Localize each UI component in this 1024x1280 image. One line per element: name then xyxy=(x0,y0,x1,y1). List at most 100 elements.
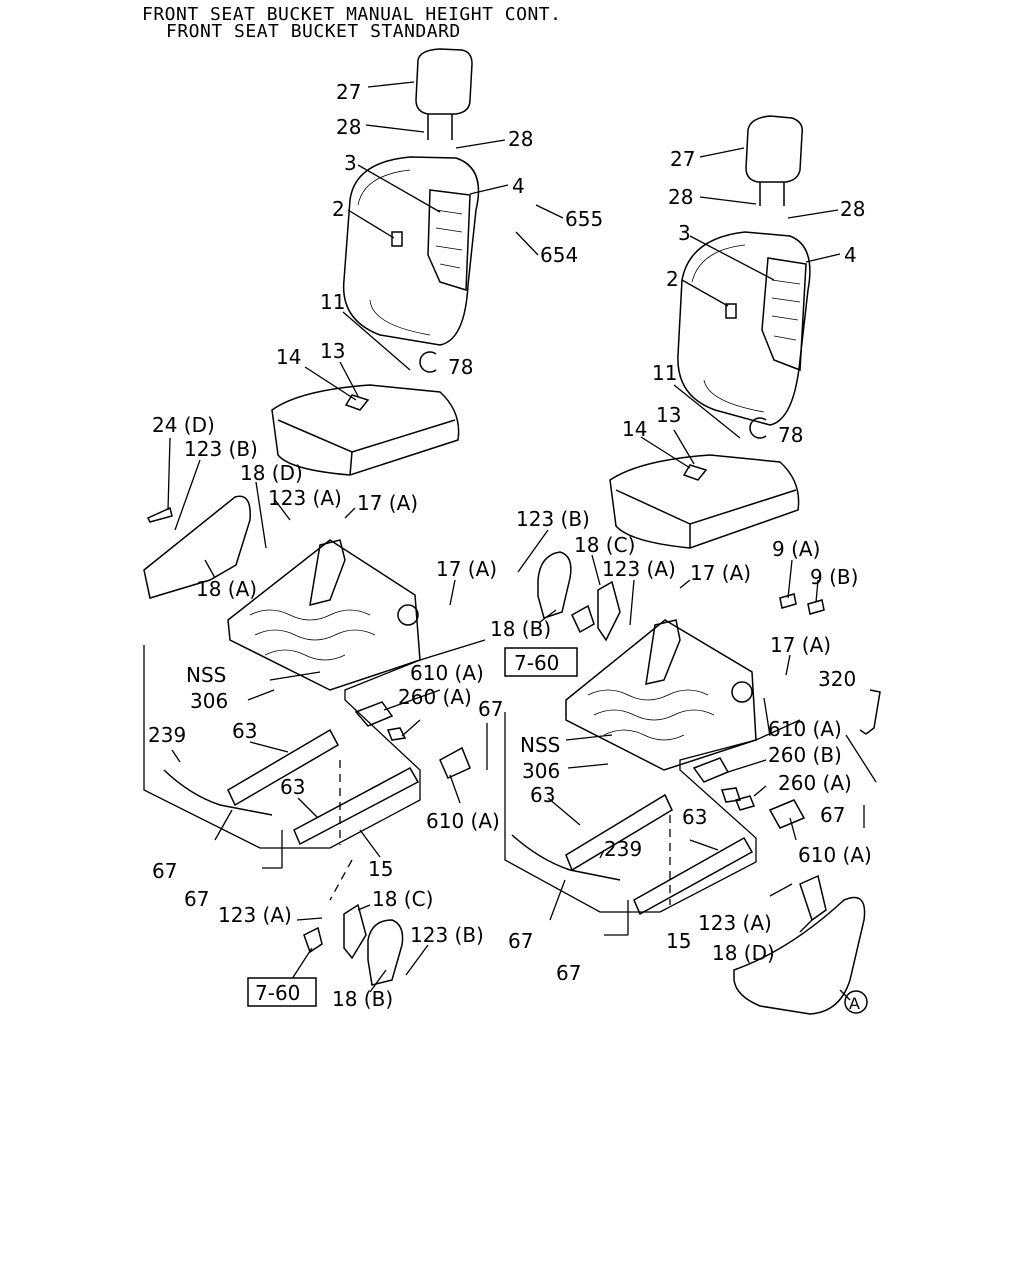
label-63-left-a: 63 xyxy=(232,719,257,743)
label-123b-right: 123 (B) xyxy=(516,507,590,531)
label-260a-right: 260 (A) xyxy=(778,771,852,795)
left-bracket-18c xyxy=(343,903,367,960)
label-24d: 24 (D) xyxy=(152,413,215,437)
label-14-right: 14 xyxy=(622,417,647,441)
label-15-right: 15 xyxy=(666,929,691,953)
left-headrest xyxy=(415,48,473,140)
circled-a-marker xyxy=(844,990,868,1014)
label-15-left: 15 xyxy=(368,857,393,881)
label-nss-left: NSS xyxy=(186,663,226,687)
label-18a: 18 (A) xyxy=(196,577,257,601)
label-17a-right: 17 (A) xyxy=(690,561,751,585)
ref-box-right xyxy=(504,647,578,677)
label-67-right-b: 67 xyxy=(508,929,533,953)
label-63-right-b: 63 xyxy=(682,805,707,829)
label-18b-left: 18 (B) xyxy=(332,987,393,1011)
label-18d-left: 18 (D) xyxy=(240,461,303,485)
label-63-right-a: 63 xyxy=(530,783,555,807)
label-123a-left: 123 (A) xyxy=(268,486,342,510)
ref-box-right-label[interactable]: 7-60 xyxy=(514,651,559,675)
label-239-right: 239 xyxy=(604,837,642,861)
label-123a-left-2: 123 (A) xyxy=(218,903,292,927)
label-67-right: 67 xyxy=(820,803,845,827)
left-side-cover xyxy=(143,495,251,599)
right-rails xyxy=(511,757,806,916)
title-line-1: FRONT SEAT BUCKET MANUAL HEIGHT CONT. xyxy=(142,4,562,25)
label-78-left: 78 xyxy=(448,355,473,379)
label-28-right-b: 28 xyxy=(840,197,865,221)
label-123b-left-2: 123 (B) xyxy=(410,923,484,947)
right-bracket-18c xyxy=(597,580,621,642)
label-17a-left-2: 17 (A) xyxy=(436,557,497,581)
label-3-right: 3 xyxy=(678,221,691,245)
label-4-right: 4 xyxy=(844,243,857,267)
label-11-left: 11 xyxy=(320,290,345,314)
left-buckle xyxy=(303,926,323,954)
label-3-left: 3 xyxy=(344,151,357,175)
right-headrest xyxy=(745,115,804,206)
label-nss-right: NSS xyxy=(520,733,560,757)
right-bracket-9b xyxy=(807,599,825,615)
ref-box-left-label[interactable]: 7-60 xyxy=(255,981,300,1005)
right-rod-320 xyxy=(859,689,881,735)
label-18d-right: 18 (D) xyxy=(712,941,775,965)
right-lever-18b xyxy=(537,551,572,619)
label-2-right: 2 xyxy=(666,267,679,291)
left-lever-18b xyxy=(367,919,404,986)
label-610a-left-2: 610 (A) xyxy=(426,809,500,833)
label-260b: 260 (B) xyxy=(768,743,842,767)
label-610a-right-2: 610 (A) xyxy=(798,843,872,867)
label-78-right: 78 xyxy=(778,423,803,447)
label-27-left: 27 xyxy=(336,80,361,104)
label-4-left: 4 xyxy=(512,174,525,198)
right-bracket-9a xyxy=(779,593,797,609)
title-line-2: FRONT SEAT BUCKET STANDARD xyxy=(166,21,461,42)
left-seat-frame xyxy=(227,539,421,691)
label-123b-left: 123 (B) xyxy=(184,437,258,461)
label-123a-right-2: 123 (A) xyxy=(698,911,772,935)
label-18c-right: 18 (C) xyxy=(574,533,635,557)
label-67-left-b: 67 xyxy=(152,859,177,883)
label-17a-right-2: 17 (A) xyxy=(770,633,831,657)
left-cushion xyxy=(271,384,460,476)
label-9a: 9 (A) xyxy=(772,537,820,561)
label-28-right-a: 28 xyxy=(668,185,693,209)
label-655-left: 655 xyxy=(565,207,603,231)
left-backrest xyxy=(342,156,480,346)
label-123a-right: 123 (A) xyxy=(602,557,676,581)
label-610a-right: 610 (A) xyxy=(768,717,842,741)
label-239-left: 239 xyxy=(148,723,186,747)
label-14-left: 14 xyxy=(276,345,301,369)
label-67-left: 67 xyxy=(478,697,503,721)
label-63-left-b: 63 xyxy=(280,775,305,799)
label-28-left-b: 28 xyxy=(508,127,533,151)
label-18c-left: 18 (C) xyxy=(372,887,433,911)
label-306-left: 306 xyxy=(190,689,228,713)
right-armrest-rail-a xyxy=(733,896,866,1015)
label-320: 320 xyxy=(818,667,856,691)
label-9b: 9 (B) xyxy=(810,565,858,589)
label-67-left-c: 67 xyxy=(184,887,209,911)
label-27-right: 27 xyxy=(670,147,695,171)
label-306-right: 306 xyxy=(522,759,560,783)
label-67-right-c: 67 xyxy=(556,961,581,985)
label-610a-left: 610 (A) xyxy=(410,661,484,685)
label-17a-left: 17 (A) xyxy=(357,491,418,515)
label-18b-right: 18 (B) xyxy=(490,617,551,641)
label-13-right: 13 xyxy=(656,403,681,427)
label-654-left: 654 xyxy=(540,243,578,267)
label-13-left: 13 xyxy=(320,339,345,363)
right-backrest xyxy=(677,231,811,426)
left-trim-24d xyxy=(146,506,173,523)
label-11-right: 11 xyxy=(652,361,677,385)
left-rails xyxy=(163,701,471,846)
label-260a-left: 260 (A) xyxy=(398,685,472,709)
ref-box-left xyxy=(247,977,317,1007)
label-circled-a: A xyxy=(849,994,860,1013)
label-28-left-a: 28 xyxy=(336,115,361,139)
right-cushion xyxy=(609,454,800,549)
label-2-left: 2 xyxy=(332,197,345,221)
right-bracket-18d xyxy=(799,874,827,922)
right-buckle xyxy=(571,604,595,634)
